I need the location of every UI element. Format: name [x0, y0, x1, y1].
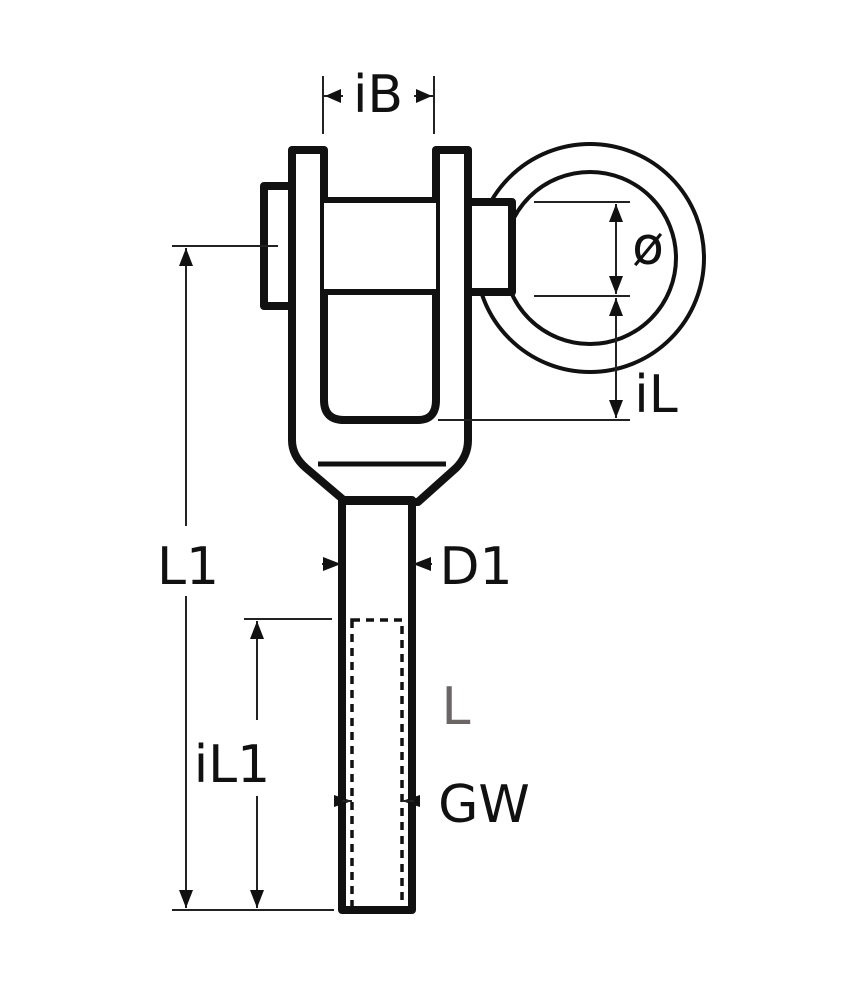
dim-L1	[172, 245, 334, 911]
pin-bar	[324, 200, 436, 292]
fork-body	[288, 146, 472, 506]
label-GW: GW	[438, 775, 530, 835]
label-iL: iL	[634, 365, 677, 425]
label-diameter: ø	[632, 217, 664, 277]
label-iB: iB	[353, 65, 403, 125]
ring	[474, 142, 706, 374]
label-L1: L1	[157, 537, 219, 597]
label-iL1: iL1	[194, 735, 271, 795]
dim-GW	[334, 795, 420, 807]
label-D1: D1	[439, 537, 512, 597]
dim-iL	[438, 298, 630, 421]
dim-diameter	[534, 201, 630, 297]
dim-iL1	[244, 618, 332, 908]
label-L: L	[442, 677, 471, 737]
inner-bore-dotted	[350, 618, 404, 912]
dim-iB	[322, 76, 435, 134]
dim-D1	[322, 557, 432, 571]
